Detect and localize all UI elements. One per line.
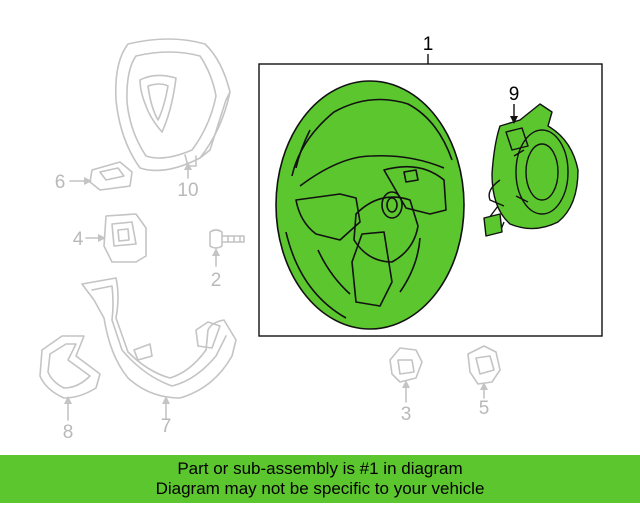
callout-6: 6 (55, 172, 66, 193)
part-1-steering-wheel[interactable] (275, 80, 465, 330)
parts-diagram: 1 9 10 6 4 2 7 8 3 5 (39, 34, 603, 443)
callout-7: 7 (161, 416, 172, 437)
info-banner: Part or sub-assembly is #1 in diagram Di… (0, 455, 640, 503)
callout-3: 3 (401, 404, 412, 425)
part-9-clock-spring[interactable] (483, 103, 579, 237)
callout-9: 9 (509, 84, 520, 105)
banner-line-1: Part or sub-assembly is #1 in diagram (177, 459, 463, 478)
callout-10: 10 (177, 180, 198, 201)
part-10-airbag[interactable] (114, 38, 231, 172)
part-7-trim-cover[interactable] (81, 277, 237, 399)
part-2-bolt[interactable] (209, 229, 245, 249)
part-3-bracket[interactable] (389, 347, 423, 383)
part-8-bezel[interactable] (39, 335, 101, 399)
callout-2: 2 (211, 270, 222, 291)
banner-line-2: Diagram may not be specific to your vehi… (155, 479, 485, 498)
part-6-switch[interactable] (89, 161, 133, 191)
callout-8: 8 (63, 422, 74, 443)
callout-1: 1 (423, 34, 434, 55)
part-4-switch-assembly[interactable] (103, 213, 147, 263)
callout-4: 4 (73, 229, 84, 250)
part-5-bracket[interactable] (467, 345, 501, 385)
assembly-frame (258, 63, 603, 337)
callout-5: 5 (479, 398, 490, 419)
